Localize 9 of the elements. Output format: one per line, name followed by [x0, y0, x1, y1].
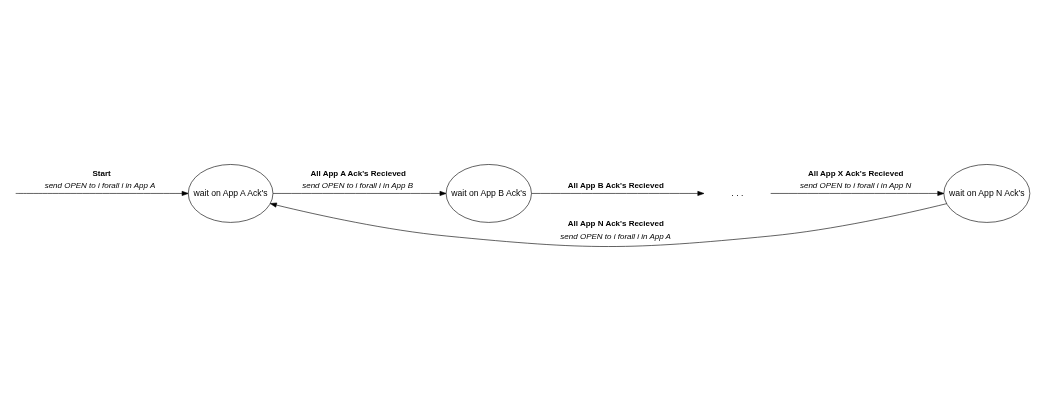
node-ellipse: wait on App B Ack's — [445, 164, 532, 223]
node-ellipse: wait on App A Ack's — [187, 164, 274, 223]
arrow — [272, 191, 447, 196]
arrow — [15, 191, 189, 196]
arrow — [770, 191, 945, 196]
arrow — [531, 191, 705, 196]
node-text: . . . — [731, 187, 744, 198]
arrow — [270, 202, 947, 247]
node-ellipse: wait on App N Ack's — [943, 164, 1031, 223]
